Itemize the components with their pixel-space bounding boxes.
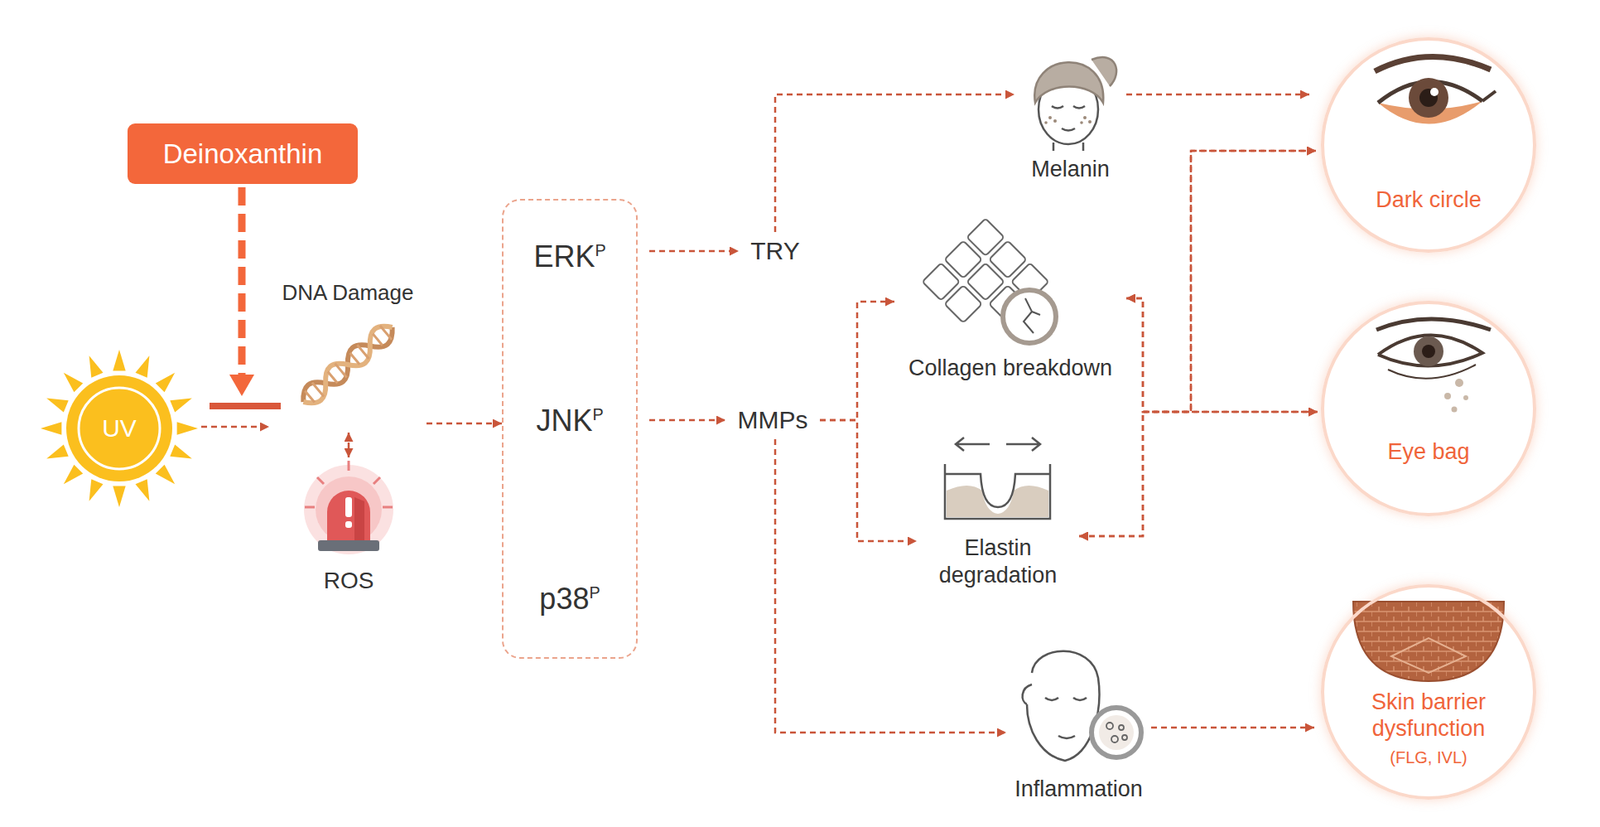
skin-barrier-icon	[1353, 601, 1504, 681]
node-label: MMPs	[737, 404, 809, 435]
uv-sun: UV	[40, 349, 198, 507]
sun-ring	[78, 387, 160, 469]
melanin-face-icon	[1034, 57, 1117, 151]
effect-node: Inflammation	[1006, 639, 1152, 802]
dashed-arrow	[649, 250, 739, 253]
inhibit-line	[238, 187, 246, 378]
dark-circle-eye-icon	[1374, 56, 1496, 124]
sun-disc	[66, 375, 173, 482]
node-label: TRY	[750, 236, 800, 266]
sun-ray	[89, 478, 104, 502]
node-label: Elastin degradation	[923, 534, 1073, 588]
kinase-text: ERKP	[533, 238, 606, 275]
sun-ray	[169, 444, 193, 459]
node-label: ROS	[323, 566, 375, 595]
sun-ray	[89, 355, 104, 378]
outcome-circle: Eye bag	[1320, 300, 1537, 516]
outcome-circle: Skin barrier dysfunction (FLG, IVL)	[1320, 583, 1537, 800]
dashed-arrow	[819, 419, 917, 541]
inflammation-face-icon	[1022, 650, 1142, 761]
effect-node: Collagen breakdown	[894, 231, 1127, 381]
sun-ray	[155, 464, 175, 484]
agent-box: Deinoxanthin	[127, 123, 358, 184]
inhibit-head	[229, 374, 255, 396]
dna-icon	[297, 319, 400, 410]
dashed-arrow	[649, 419, 726, 422]
dashed-arrow	[1151, 726, 1315, 729]
dashed-arrow	[1079, 411, 1318, 536]
sun-ray	[177, 421, 198, 434]
sun-ray	[112, 486, 126, 507]
kinase-group: ERKPJNKPp38P	[501, 198, 638, 659]
kinase-name: ERK	[533, 239, 595, 274]
dashed-arrow	[426, 422, 502, 425]
node-label: Deinoxanthin	[163, 137, 323, 171]
kinase-name: p38	[539, 581, 589, 616]
node-label: Skin barrier dysfunction	[1339, 688, 1519, 743]
kinase-label: ERKP	[503, 233, 637, 280]
sun-ray	[46, 444, 68, 459]
sun-rays	[40, 349, 198, 507]
ros-alarm-icon	[303, 460, 394, 555]
enzyme-label: MMPs	[728, 404, 817, 436]
sun-ray	[135, 478, 150, 502]
dashed-arrow	[201, 425, 270, 429]
sun-ray	[155, 372, 175, 392]
enzyme-label: TRY	[742, 235, 809, 267]
kinase-text: JNKP	[535, 402, 603, 439]
collagen-icon	[922, 218, 1056, 346]
gene-note: (FLG, IVL)	[1389, 746, 1467, 767]
node-label: Eye bag	[1387, 438, 1470, 465]
elastin-icon	[944, 437, 1051, 519]
node-label: Dark circle	[1375, 186, 1482, 213]
kinase-label: p38P	[503, 575, 637, 622]
sun-ray	[135, 355, 150, 378]
node-label: UV	[101, 413, 137, 444]
dashed-arrow	[347, 432, 351, 458]
sun-ray	[63, 464, 83, 484]
node-label: Inflammation	[1014, 775, 1143, 802]
effect-node: Elastin degradation	[916, 430, 1080, 588]
dashed-arrow	[1126, 298, 1318, 412]
ros-node: ROS	[281, 460, 416, 595]
dashed-arrow	[775, 94, 1015, 232]
sun-ray	[40, 421, 62, 434]
dashed-arrow	[1126, 150, 1316, 412]
dashed-arrow	[1079, 150, 1316, 536]
phospho-superscript: P	[588, 583, 600, 602]
kinase-label: JNKP	[503, 397, 637, 444]
sun-ray	[63, 372, 83, 392]
phospho-superscript: P	[592, 404, 603, 424]
skin-pattern	[1391, 637, 1466, 673]
inhibit-bar	[209, 402, 281, 410]
kinase-text: p38P	[539, 580, 600, 617]
outcome-circle: Dark circle	[1320, 37, 1537, 253]
node-label: Melanin	[1031, 155, 1110, 183]
dna-node: DNA Damage	[269, 278, 427, 429]
phospho-superscript: P	[594, 240, 606, 260]
node-label: DNA Damage	[282, 279, 415, 306]
sun-ray	[112, 349, 126, 371]
sun-ray	[169, 398, 193, 413]
dashed-arrow	[1126, 93, 1310, 97]
dashed-arrow	[819, 301, 895, 420]
effect-node: Melanin	[1014, 43, 1127, 183]
sun-ray	[46, 398, 68, 413]
node-label: Collagen breakdown	[908, 354, 1113, 381]
kinase-name: JNK	[535, 403, 593, 438]
eye-bag-icon	[1376, 318, 1491, 413]
